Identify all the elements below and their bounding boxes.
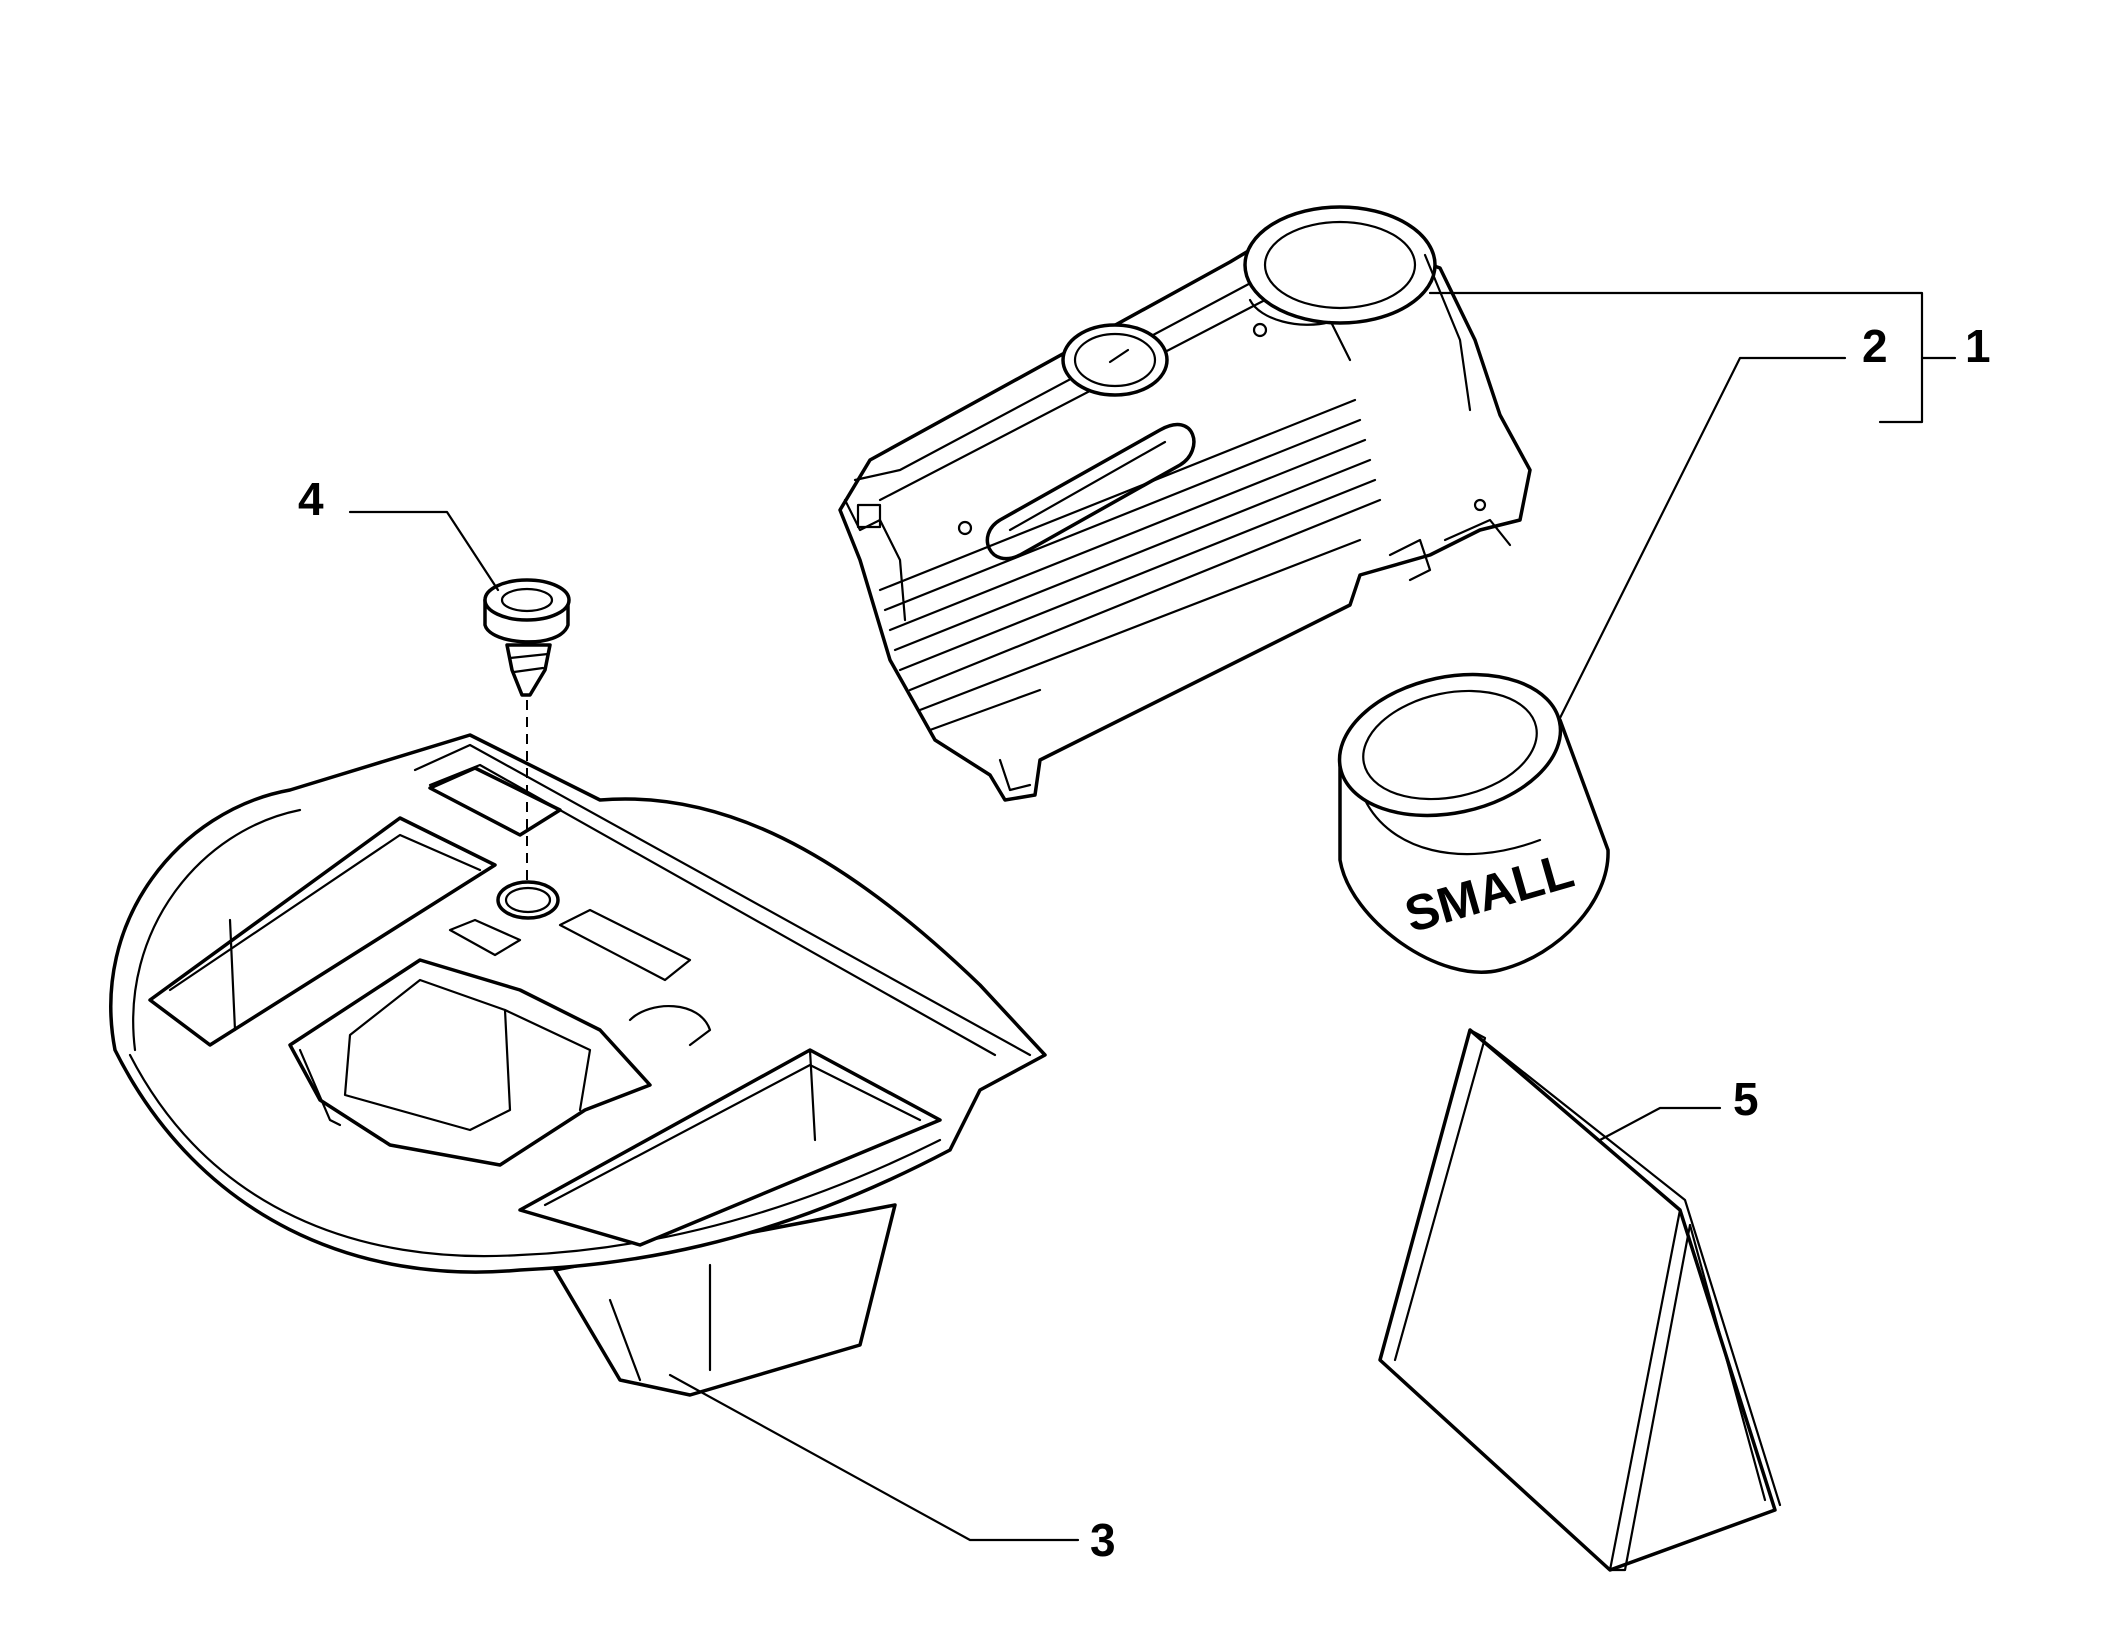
sealant-cartridge-part: SMALL — [1337, 672, 1610, 974]
foam-tray-part — [109, 733, 1047, 1397]
callout-number-2: 2 — [1862, 320, 1888, 372]
leader-line-2 — [1558, 356, 1847, 720]
leader-line-5 — [1598, 1106, 1722, 1142]
callout-number-4: 4 — [298, 473, 324, 525]
warning-triangle-part — [1378, 1028, 1782, 1572]
compressor-part — [838, 205, 1532, 802]
leader-line-3 — [668, 1373, 1080, 1542]
screw-part — [483, 578, 571, 697]
callout-number-1: 1 — [1965, 320, 1991, 372]
leader-line-1 — [1428, 291, 1924, 424]
callout-number-3: 3 — [1090, 1514, 1116, 1566]
leader-lines — [348, 291, 1957, 1542]
callout-number-5: 5 — [1733, 1073, 1759, 1125]
leader-line-4 — [348, 510, 500, 592]
